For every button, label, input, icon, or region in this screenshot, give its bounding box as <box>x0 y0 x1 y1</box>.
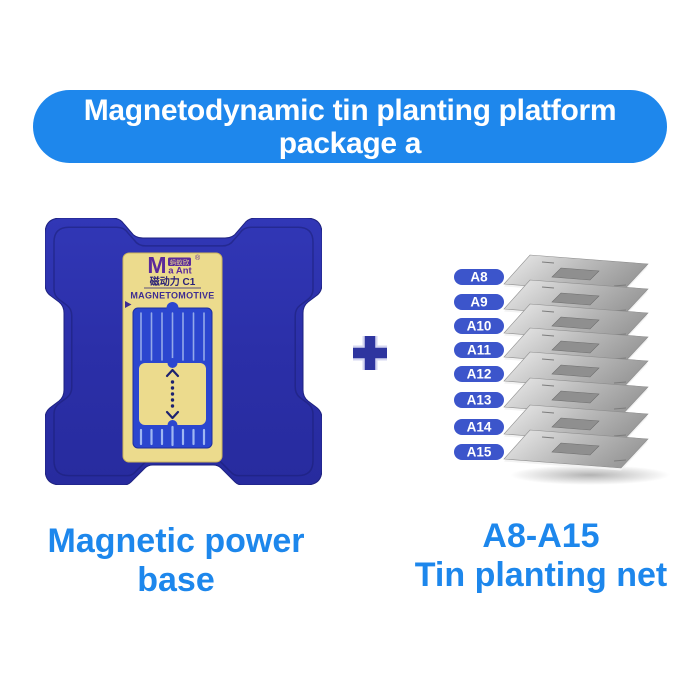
stencil-label <box>454 342 504 358</box>
title-line-2: package a <box>278 126 422 160</box>
stack-shadow <box>510 465 670 485</box>
left-caption-line-2: base <box>137 561 215 599</box>
stencil-bga-pattern <box>551 292 600 306</box>
slot-grooves-bottom <box>139 425 206 447</box>
stencil-bga-pattern <box>551 390 600 404</box>
magnetic-base-photo: M 蚂蚁欣 ® a Ant 磁动力 C1 MAGNETOMOTIVE <box>45 218 322 485</box>
stencil-bga-pattern <box>551 267 600 281</box>
svg-text:A13: A13 <box>467 393 492 408</box>
right-caption-line-1: A8-A15 <box>482 517 600 555</box>
stencil-row: A15 <box>454 429 649 471</box>
stencil-bga-pattern <box>551 340 600 354</box>
slider-bottom-notch <box>167 420 178 430</box>
right-product-caption: A8-A15 Tin planting net <box>388 517 694 595</box>
left-product-caption: Magnetic power base <box>30 522 322 600</box>
window-top-tab <box>166 302 179 314</box>
stencil-bga-pattern <box>551 417 600 431</box>
stencil-bga-pattern <box>551 364 600 378</box>
stencil-label <box>454 419 504 435</box>
right-caption-line-2: Tin planting net <box>414 556 668 594</box>
stencil-stack-photo: A8 A9 A10 A11 <box>454 254 670 485</box>
stencil-label <box>454 366 504 382</box>
svg-text:A12: A12 <box>467 367 492 382</box>
svg-text:A11: A11 <box>467 343 492 358</box>
model-name-en: MAGNETOMOTIVE <box>130 291 214 301</box>
device-groove-line <box>53 226 314 477</box>
plus-icon <box>353 336 387 370</box>
dotted-arrow-icon <box>165 368 180 420</box>
svg-text:A14: A14 <box>467 420 492 435</box>
brand-cn-label: 蚂蚁欣 <box>170 257 190 266</box>
model-name-cn: 磁动力 C1 <box>150 275 196 288</box>
svg-text:A9: A9 <box>470 295 487 310</box>
triangle-marker-icon <box>125 301 132 308</box>
stencil-label <box>454 444 504 460</box>
stencil-bga-pattern <box>551 442 600 456</box>
svg-text:A8: A8 <box>470 270 488 285</box>
slider-top-notch <box>167 358 178 368</box>
stencil-label <box>454 392 504 408</box>
left-caption-line-1: Magnetic power <box>47 522 305 560</box>
brand-logo-m: M <box>147 252 166 278</box>
brand-cn-box <box>168 257 191 266</box>
stencil-label <box>454 318 504 334</box>
stencil-label <box>454 294 504 310</box>
brand-logo-rest: a Ant <box>168 266 192 277</box>
svg-text:A15: A15 <box>467 445 492 460</box>
title-line-1: Magnetodynamic tin planting platform <box>83 93 617 127</box>
brand-registered-mark: ® <box>195 254 201 262</box>
stencil-bga-pattern <box>551 316 600 330</box>
stencil-label <box>454 269 504 285</box>
slot-grooves-top <box>140 312 205 361</box>
svg-text:A10: A10 <box>467 319 492 334</box>
title-banner: Magnetodynamic tin planting platform pac… <box>33 90 667 163</box>
